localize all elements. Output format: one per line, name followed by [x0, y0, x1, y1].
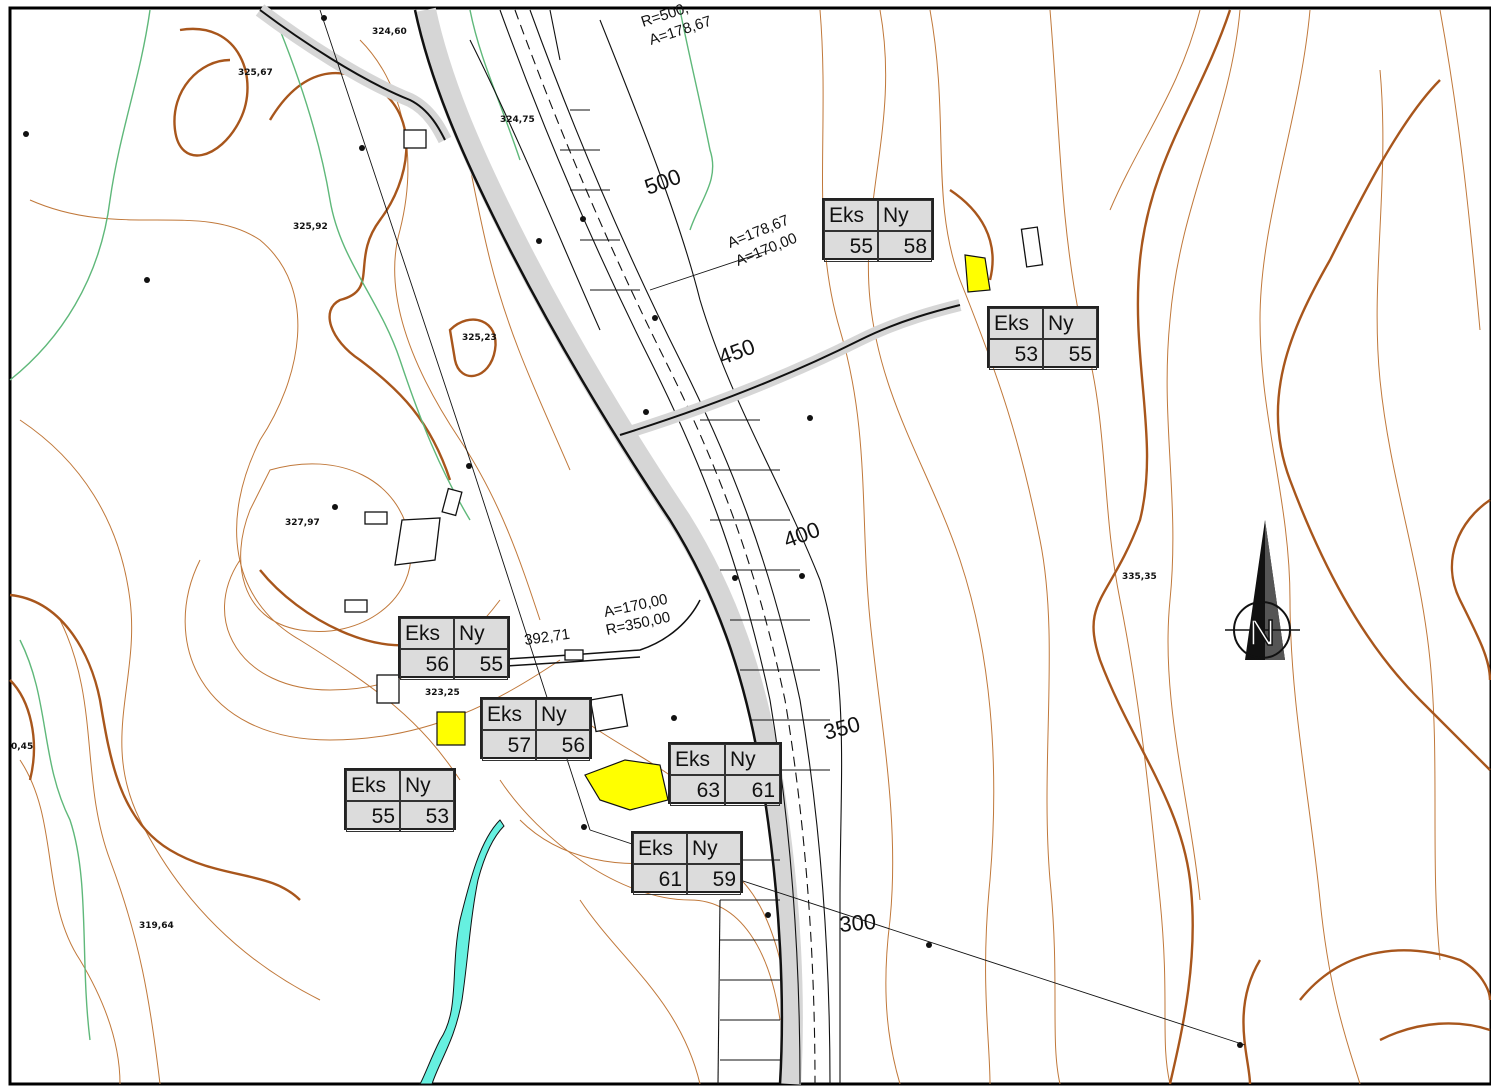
spot-height: 325,92	[293, 222, 328, 232]
side-road-west	[489, 599, 701, 668]
table-header-eks: Eks	[989, 308, 1043, 339]
spot-height: 323,25	[425, 688, 460, 698]
spot-height: 0,45	[11, 742, 34, 752]
table-value-eks: 63	[670, 775, 725, 806]
table-header-eks: Eks	[482, 699, 536, 730]
table-value-ny: 56	[536, 730, 590, 761]
table-value-eks: 53	[989, 339, 1043, 370]
table-value-eks: 57	[482, 730, 536, 761]
spot-height: 325,23	[462, 333, 497, 343]
spot-height: 319,64	[139, 921, 174, 931]
main-road	[255, 4, 803, 1085]
chainage-300: 300	[838, 909, 877, 937]
noise-table: Eks Ny 57 56	[480, 697, 592, 761]
table-value-ny: 58	[878, 231, 932, 262]
table-header-eks: Eks	[670, 744, 725, 775]
spot-height: 324,75	[500, 115, 535, 125]
table-header-eks: Eks	[346, 770, 400, 801]
noise-table: Eks Ny 63 61	[668, 742, 782, 806]
stream	[419, 819, 505, 1085]
table-header-eks: Eks	[633, 833, 687, 864]
curve-3-len: 392,71	[523, 626, 571, 649]
noise-table: Eks Ny 56 55	[398, 616, 510, 680]
table-value-ny: 53	[400, 801, 454, 832]
north-arrow: N	[1225, 520, 1300, 660]
table-value-ny: 61	[725, 775, 780, 806]
table-value-eks: 61	[633, 864, 687, 895]
table-value-ny: 55	[454, 649, 508, 680]
table-value-eks: 56	[400, 649, 454, 680]
table-header-ny: Ny	[454, 618, 508, 649]
table-header-ny: Ny	[878, 200, 932, 231]
vegetation-lines	[9, 9, 714, 1041]
side-road-east	[618, 299, 962, 441]
table-header-eks: Eks	[400, 618, 454, 649]
spot-height: 335,35	[1122, 572, 1157, 582]
table-header-ny: Ny	[400, 770, 454, 801]
railway-corridor	[469, 9, 843, 1085]
noise-table: Eks Ny 61 59	[631, 831, 743, 895]
spot-height: 325,67	[238, 68, 273, 78]
buildings	[344, 129, 1044, 733]
map-frame	[8, 6, 1491, 1086]
table-header-ny: Ny	[536, 699, 590, 730]
table-value-eks: 55	[824, 231, 878, 262]
table-value-ny: 55	[1043, 339, 1097, 370]
compass-letter: N	[1249, 612, 1275, 653]
table-header-ny: Ny	[1043, 308, 1097, 339]
table-value-eks: 55	[346, 801, 400, 832]
table-header-ny: Ny	[725, 744, 780, 775]
point-markers	[23, 15, 1243, 1048]
table-header-ny: Ny	[687, 833, 741, 864]
noise-table: Eks Ny 55 53	[344, 768, 456, 832]
noise-table: Eks Ny 53 55	[987, 306, 1099, 370]
spot-height: 327,97	[285, 518, 320, 528]
spot-height: 324,60	[372, 27, 407, 37]
table-header-eks: Eks	[824, 200, 878, 231]
table-value-ny: 59	[687, 864, 741, 895]
noise-table: Eks Ny 55 58	[822, 198, 934, 262]
